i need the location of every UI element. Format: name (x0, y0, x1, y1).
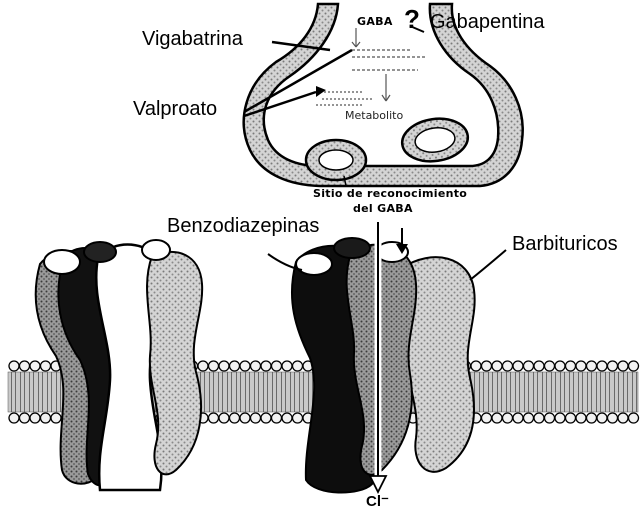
phospholipid-head (618, 361, 628, 371)
phospholipid-head (251, 413, 261, 423)
phospholipid-head (629, 413, 639, 423)
phospholipid-head (251, 361, 261, 371)
phospholipid-head (566, 361, 576, 371)
label-gaba: GABA (357, 16, 393, 27)
phospholipid-head (534, 413, 544, 423)
phospholipid-head (566, 413, 576, 423)
label-vigabatrina: Vigabatrina (142, 29, 243, 49)
label-valproato: Valproato (133, 99, 217, 119)
phospholipid-head (9, 361, 19, 371)
label-sitio-line1: Sitio de reconocimiento (313, 188, 467, 199)
phospholipid-head (471, 361, 481, 371)
phospholipid-head (492, 413, 502, 423)
phospholipid-head (587, 413, 597, 423)
phospholipid-head (41, 361, 51, 371)
label-question: ? (404, 6, 420, 32)
receptor-right (292, 222, 475, 493)
phospholipid-head (576, 413, 586, 423)
phospholipid-head (230, 361, 240, 371)
phospholipid-head (482, 361, 492, 371)
barbituricos-pointer (470, 250, 506, 280)
phospholipid-head (9, 413, 19, 423)
phospholipid-head (30, 413, 40, 423)
phospholipid-head (240, 361, 250, 371)
phospholipid-head (524, 413, 534, 423)
phospholipid-head (513, 413, 523, 423)
phospholipid-head (503, 361, 513, 371)
phospholipid-head (555, 413, 565, 423)
phospholipid-head (282, 361, 292, 371)
phospholipid-head (534, 361, 544, 371)
phospholipid-head (30, 361, 40, 371)
phospholipid-head (545, 413, 555, 423)
phospholipid-head (240, 413, 250, 423)
metabolic-pathway (316, 28, 426, 105)
phospholipid-head (608, 361, 618, 371)
phospholipid-head (230, 413, 240, 423)
phospholipid-head (51, 413, 61, 423)
label-metabolito: Metabolito (345, 110, 403, 121)
phospholipid-head (261, 413, 271, 423)
phospholipid-head (20, 361, 30, 371)
phospholipid-head (629, 361, 639, 371)
docked-vesicle (306, 140, 366, 180)
synaptic-vesicle (399, 115, 470, 166)
phospholipid-head (618, 413, 628, 423)
phospholipid-head (587, 361, 597, 371)
label-benzodiazepinas: Benzodiazepinas (167, 216, 319, 236)
phospholipid-head (209, 413, 219, 423)
receptor-left (36, 240, 203, 490)
phospholipid-head (545, 361, 555, 371)
phospholipid-head (272, 361, 282, 371)
phospholipid-head (272, 413, 282, 423)
phospholipid-head (555, 361, 565, 371)
phospholipid-head (198, 361, 208, 371)
phospholipid-head (41, 413, 51, 423)
phospholipid-head (482, 413, 492, 423)
phospholipid-head (20, 413, 30, 423)
phospholipid-head (293, 413, 303, 423)
phospholipid-head (219, 413, 229, 423)
label-sitio-line2: del GABA (353, 203, 413, 214)
phospholipid-head (492, 361, 502, 371)
phospholipid-head (608, 413, 618, 423)
label-barbituricos: Barbituricos (512, 234, 618, 254)
phospholipid-head (576, 361, 586, 371)
label-gabapentina: Gabapentina (430, 12, 545, 32)
phospholipid-head (597, 413, 607, 423)
phospholipid-head (209, 361, 219, 371)
phospholipid-head (503, 413, 513, 423)
phospholipid-head (597, 361, 607, 371)
phospholipid-head (513, 361, 523, 371)
label-chloride: Cl⁻ (366, 494, 389, 509)
phospholipid-head (282, 413, 292, 423)
phospholipid-head (219, 361, 229, 371)
phospholipid-head (524, 361, 534, 371)
phospholipid-head (293, 361, 303, 371)
phospholipid-head (261, 361, 271, 371)
